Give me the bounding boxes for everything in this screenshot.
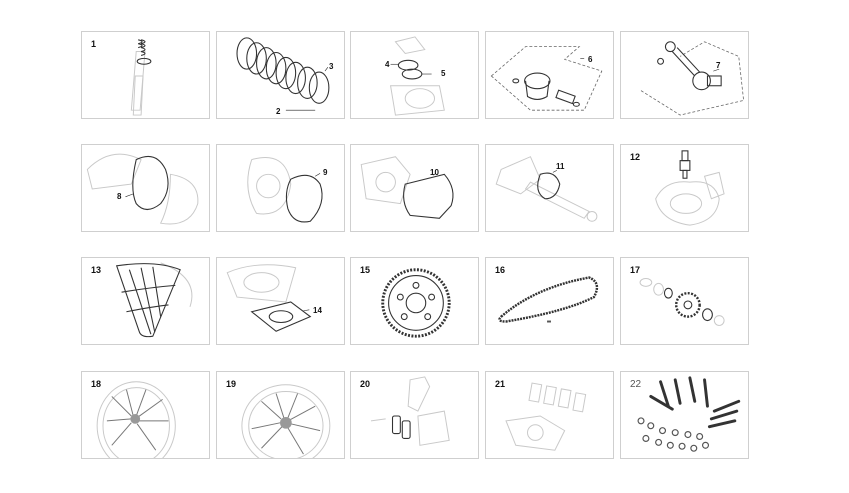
callout-14: 14: [313, 306, 322, 315]
water-pump-gasket-icon: [495, 156, 598, 222]
part-number: 17: [630, 265, 641, 275]
part-number: 20: [360, 379, 371, 389]
front-sprocket-icon: [639, 278, 725, 326]
front-brake-pads-icon: [370, 376, 450, 446]
callout-8: 8: [117, 192, 122, 201]
part-tile-7[interactable]: 7: [620, 31, 749, 119]
part-tile-1[interactable]: 1: [81, 31, 210, 119]
bolt-kit-icon: [637, 376, 741, 452]
rear-brake-pads-icon: [505, 382, 587, 451]
part-tile-21[interactable]: 21: [485, 371, 614, 459]
callout-10: 10: [430, 168, 439, 177]
connecting-rod-icon: [640, 41, 745, 116]
rear-sprocket-icon: [381, 268, 451, 338]
part-number: 18: [91, 379, 102, 389]
parts-grid: 1 3 2 4 5: [81, 31, 752, 459]
part-tile-19[interactable]: 19: [216, 371, 345, 459]
tire-icon: [115, 262, 193, 338]
fork-spring-icon: [130, 39, 152, 116]
part-tile-20[interactable]: 20: [350, 371, 479, 459]
rear-wheel-icon: [241, 384, 331, 458]
part-number: 13: [91, 265, 102, 275]
part-number: 22: [630, 379, 642, 390]
callout-9: 9: [323, 168, 328, 177]
piston-kit-icon: [490, 46, 603, 111]
part-number: 16: [495, 265, 506, 275]
piston-rings-icon: [389, 36, 445, 116]
drive-chain-icon: [498, 276, 599, 323]
part-tile-11[interactable]: 11: [485, 144, 614, 232]
clutch-plates-icon: [236, 37, 330, 111]
crankcase-gasket-icon: [360, 156, 454, 219]
part-tile-13[interactable]: 13: [81, 257, 210, 345]
ignition-cover-gasket-icon: [247, 157, 323, 223]
part-tile-12[interactable]: 12: [620, 144, 749, 232]
part-number: 1: [91, 39, 97, 49]
spark-plug-icon: [655, 150, 725, 226]
callout-4: 4: [385, 60, 390, 69]
part-tile-2-3[interactable]: 3 2: [216, 31, 345, 119]
callout-6: 6: [588, 55, 593, 64]
callout-5: 5: [441, 69, 446, 78]
clutch-cover-gasket-icon: [86, 153, 199, 225]
part-tile-15[interactable]: 15: [350, 257, 479, 345]
part-tile-22[interactable]: 22: [620, 371, 749, 459]
part-tile-10[interactable]: 10: [350, 144, 479, 232]
part-tile-16[interactable]: 16: [485, 257, 614, 345]
part-number: 12: [630, 152, 641, 162]
part-tile-6[interactable]: 6: [485, 31, 614, 119]
part-number: 15: [360, 265, 371, 275]
callout-3: 3: [329, 62, 334, 71]
callout-11: 11: [556, 162, 565, 171]
part-tile-9[interactable]: 9: [216, 144, 345, 232]
front-wheel-icon: [96, 381, 176, 458]
part-number: 19: [226, 379, 237, 389]
part-tile-14[interactable]: 14: [216, 257, 345, 345]
part-tile-18[interactable]: 18: [81, 371, 210, 459]
callout-7: 7: [716, 61, 721, 70]
part-tile-4-5[interactable]: 4 5: [350, 31, 479, 119]
cylinder-base-gasket-icon: [226, 264, 312, 332]
part-tile-17[interactable]: 17: [620, 257, 749, 345]
part-number: 21: [495, 379, 506, 389]
part-tile-8[interactable]: 8: [81, 144, 210, 232]
callout-2: 2: [276, 107, 281, 116]
